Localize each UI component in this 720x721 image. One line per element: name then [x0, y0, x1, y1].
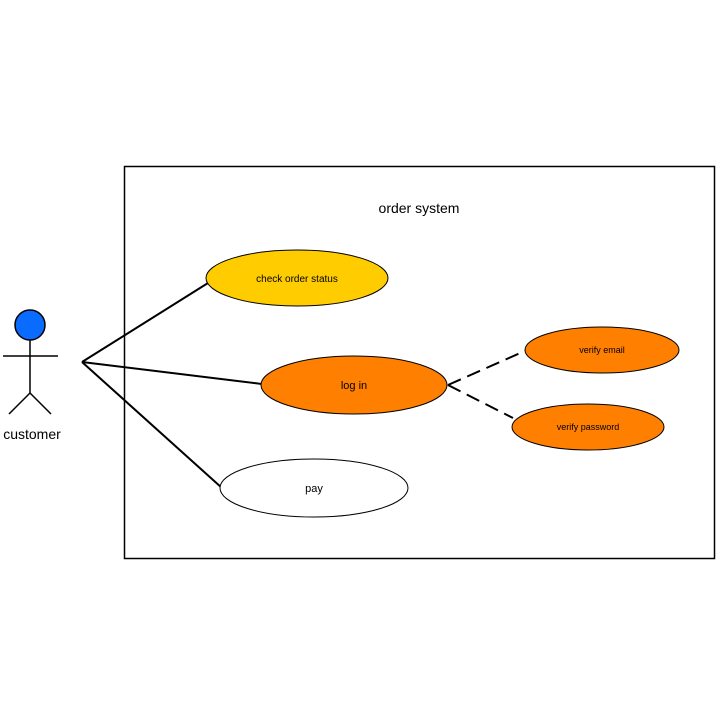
association-check-order-status	[81, 282, 209, 363]
include-verify-email	[447, 349, 528, 386]
use-case-log-in-label: log in	[341, 380, 367, 392]
actor-name: customer	[3, 426, 61, 442]
use-case-verify-password-label: verify password	[557, 422, 620, 432]
use-case-verify-email-label: verify email	[579, 345, 625, 355]
association-pay	[81, 361, 223, 489]
actor-head-icon	[14, 309, 46, 341]
use-case-check-order-status-shape	[205, 249, 389, 307]
system-title: order system	[379, 200, 460, 216]
use-case-verify-password-shape	[511, 403, 665, 451]
association-log-in	[81, 361, 263, 385]
use-case-verify-email-shape	[524, 326, 680, 374]
use-case-log-in-shape	[260, 355, 448, 415]
use-case-check-order-status[interactable]: check order status	[205, 249, 389, 307]
use-case-log-in[interactable]: log in	[260, 355, 448, 415]
actor-left-leg	[8, 392, 31, 415]
use-case-pay-shape	[219, 458, 409, 518]
use-case-pay[interactable]: pay	[219, 458, 409, 518]
use-case-verify-email[interactable]: verify email	[524, 326, 680, 374]
use-case-verify-password[interactable]: verify password	[511, 403, 665, 451]
actor-right-leg	[29, 392, 52, 415]
actor-customer[interactable]: customer	[3, 309, 61, 442]
include-verify-password	[447, 384, 514, 419]
use-case-pay-label: pay	[305, 483, 323, 495]
use-case-check-order-status-label: check order status	[256, 274, 338, 285]
